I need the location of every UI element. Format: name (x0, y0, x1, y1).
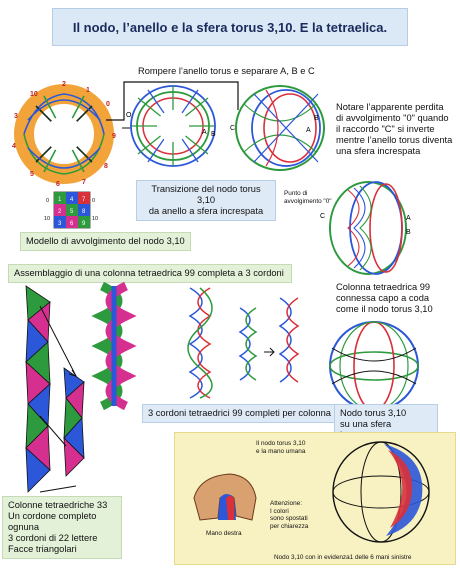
svg-text:7: 7 (82, 179, 86, 186)
svg-text:A: A (306, 127, 311, 134)
svg-text:B: B (406, 229, 411, 236)
tetrahelix-column-icon (25, 285, 51, 493)
title-text: Il nodo, l’anello e la sfera torus 3,10.… (72, 19, 388, 35)
knot-sphere-icon (329, 321, 419, 411)
svg-text:0: 0 (92, 198, 95, 204)
page-title: Il nodo, l’anello e la sfera torus 3,10.… (52, 8, 408, 46)
transition-label: Transizione del nodo torus 3,10 da anell… (136, 180, 276, 221)
winding-point-label: Punto di avvolgimento "0" (284, 190, 332, 205)
svg-text:C: C (320, 213, 325, 220)
svg-text:4: 4 (12, 143, 16, 150)
highlight-label: Nodo 3,10 con in evidenza1 delle 6 mani … (274, 554, 412, 561)
strand-letter-b: B (211, 131, 216, 138)
svg-text:10: 10 (30, 91, 38, 98)
strand-letter-o: O (126, 112, 132, 119)
svg-text:2: 2 (62, 81, 66, 88)
rippled-ring-icon: C A B (230, 85, 325, 171)
svg-text:C: C (230, 125, 235, 132)
svg-text:10: 10 (92, 216, 98, 222)
svg-text:2: 2 (58, 209, 62, 215)
rippled-sphere-icon: C A B (320, 181, 411, 275)
svg-text:4: 4 (70, 197, 74, 203)
connector-lines (106, 81, 239, 129)
torus-ring-icon: 210 987 654 310 (12, 81, 116, 188)
svg-text:9: 9 (82, 221, 86, 227)
svg-text:5: 5 (70, 209, 74, 215)
svg-text:10: 10 (44, 216, 50, 222)
svg-text:8: 8 (82, 209, 86, 215)
separate-label: Rompere l’anello torus e separare A, B e… (138, 66, 315, 76)
helix-strands-icon (187, 287, 300, 399)
hand-title: Il nodo torus 3,10 e la mano umana (256, 440, 306, 455)
expanded-ring-icon: A B (130, 85, 216, 167)
three-cord-column-icon (91, 281, 137, 411)
winding-model-label: Modello di avvolgimento del nodo 3,10 (20, 232, 191, 251)
svg-text:3: 3 (14, 113, 18, 120)
attention-note: Attenzione: I colori sono spostati per c… (270, 500, 309, 530)
svg-text:6: 6 (56, 181, 60, 188)
svg-text:8: 8 (104, 163, 108, 170)
svg-text:5: 5 (30, 171, 34, 178)
svg-text:0: 0 (46, 198, 49, 204)
svg-text:6: 6 (70, 221, 74, 227)
svg-text:A: A (406, 215, 411, 222)
svg-text:0: 0 (106, 101, 110, 108)
hand-sphere-icon (332, 441, 430, 543)
winding-grid: 1 4 7 2 5 8 3 6 9 0 10 0 10 (44, 190, 100, 235)
grid-cell: 1 (58, 197, 62, 203)
svg-text:9: 9 (112, 133, 116, 140)
assembly-label: Assemblaggio di una colonna tetraedrica … (8, 264, 292, 283)
right-hand-label: Mano destra (206, 530, 242, 537)
notice-text: Notare l’apparente perdita di avvolgimen… (336, 102, 453, 156)
tetrahelix-column-short-icon (63, 367, 85, 477)
arrow-lines (39, 305, 78, 493)
svg-text:7: 7 (82, 197, 86, 203)
svg-text:3: 3 (58, 221, 62, 227)
column-connected-label: Colonna tetraedrica 99 connessa capo a c… (336, 282, 433, 314)
hand-icon (193, 473, 257, 521)
svg-text:1: 1 (86, 87, 90, 94)
svg-text:B: B (314, 115, 319, 122)
strand-letter-a: A (202, 129, 207, 136)
columns33-label: Colonne tetraedriche 33 Un cordone compl… (2, 496, 122, 559)
three-cords-label: 3 cordoni tetraedrici 99 completi per co… (142, 404, 337, 423)
